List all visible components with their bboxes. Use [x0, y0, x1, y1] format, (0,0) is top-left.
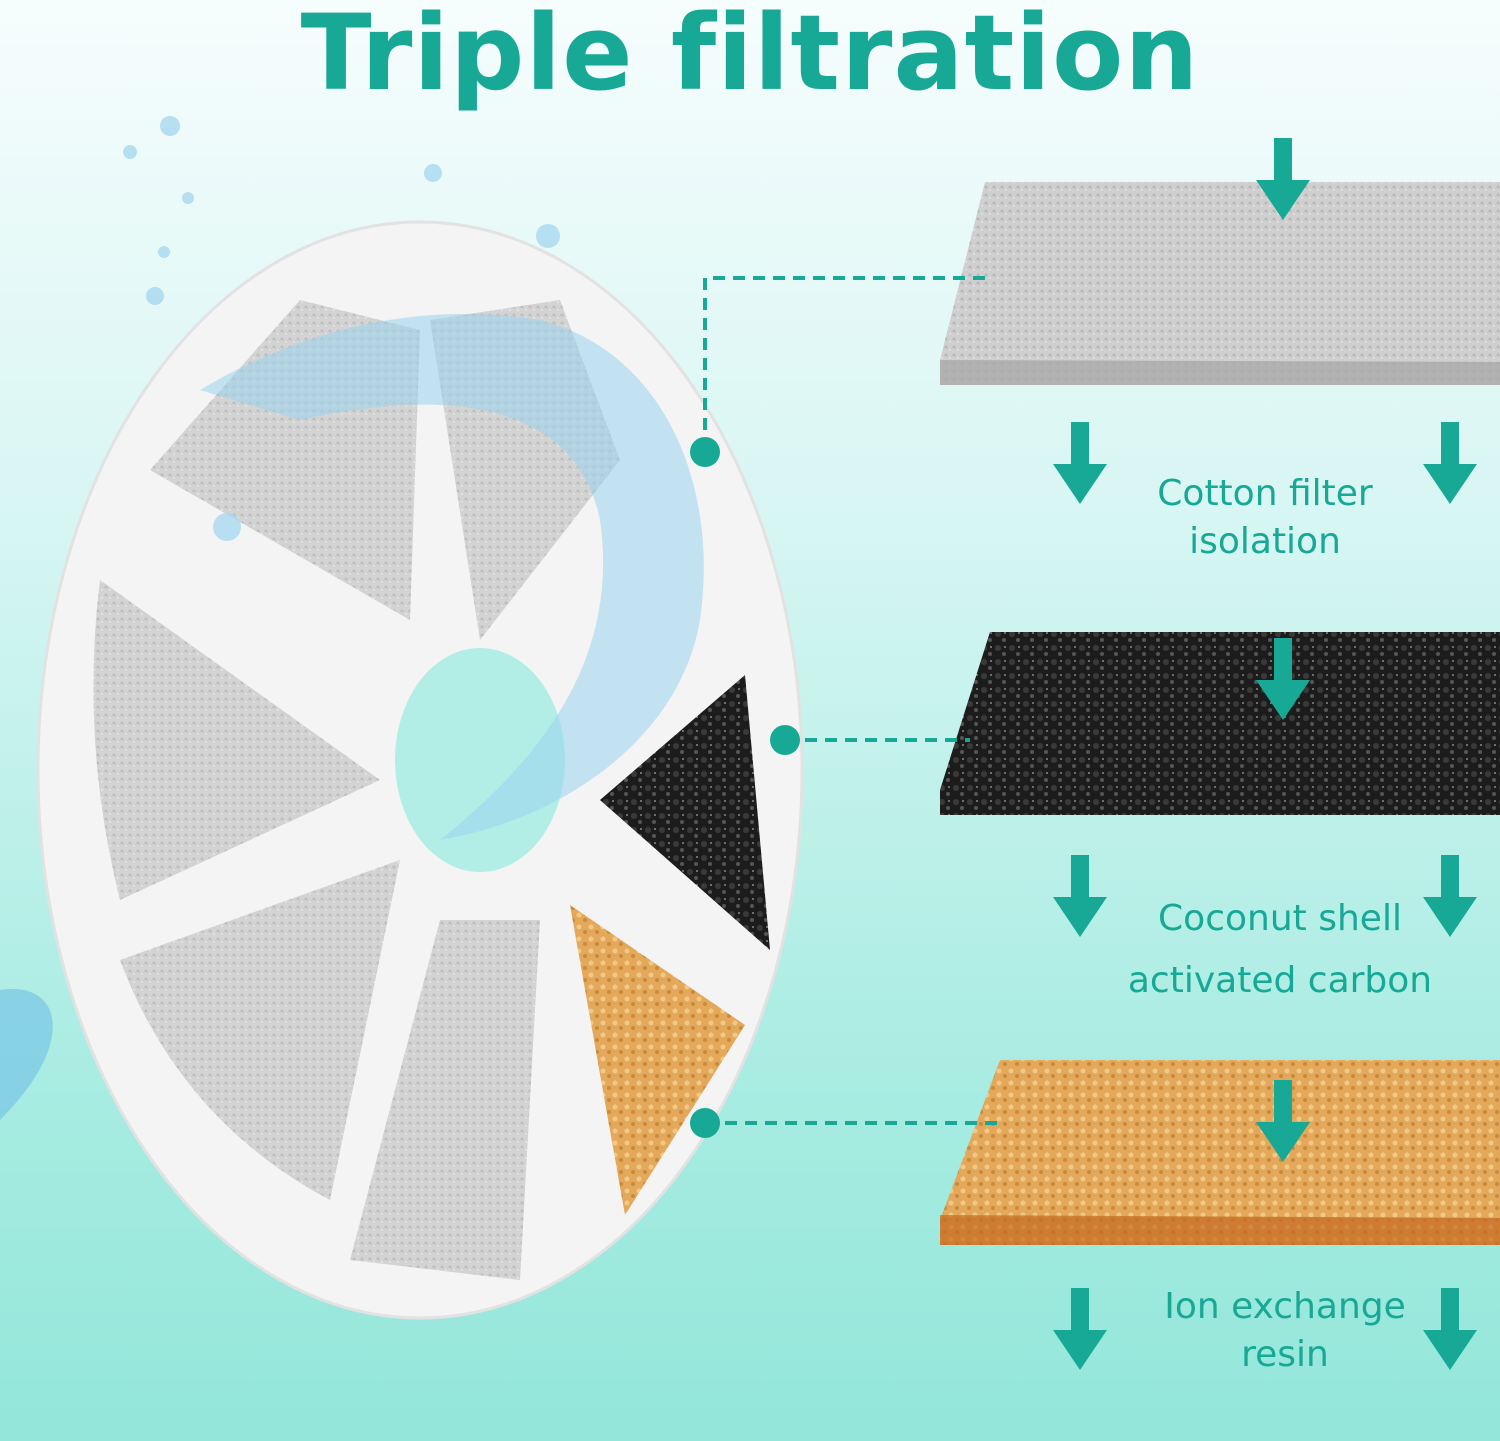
water-droplets — [123, 116, 560, 541]
carbon-layer — [940, 632, 1500, 815]
cotton-layer — [940, 182, 1500, 385]
cotton-label: Cotton filter isolation — [1100, 470, 1430, 566]
label-line: isolation — [1189, 521, 1341, 562]
page-title: Triple filtration — [300, 0, 1200, 114]
resin-segment — [570, 905, 745, 1215]
carbon-label: Coconut shell activated carbon — [1100, 888, 1460, 1012]
label-line: Coconut shell — [1158, 898, 1402, 939]
water-swoosh — [0, 988, 53, 1120]
label-line: resin — [1241, 1334, 1329, 1375]
resin-layer — [940, 1060, 1500, 1245]
connector-dot-icon — [690, 437, 800, 1138]
filter-disc — [36, 116, 804, 1320]
carbon-segment — [600, 675, 770, 950]
label-line: activated carbon — [1127, 960, 1433, 1001]
connector-lines — [703, 276, 1005, 1125]
label-line: Ion exchange — [1164, 1286, 1406, 1327]
water-splash — [200, 313, 704, 840]
label-line: Cotton filter — [1157, 473, 1373, 514]
resin-label: Ion exchange resin — [1120, 1283, 1450, 1379]
